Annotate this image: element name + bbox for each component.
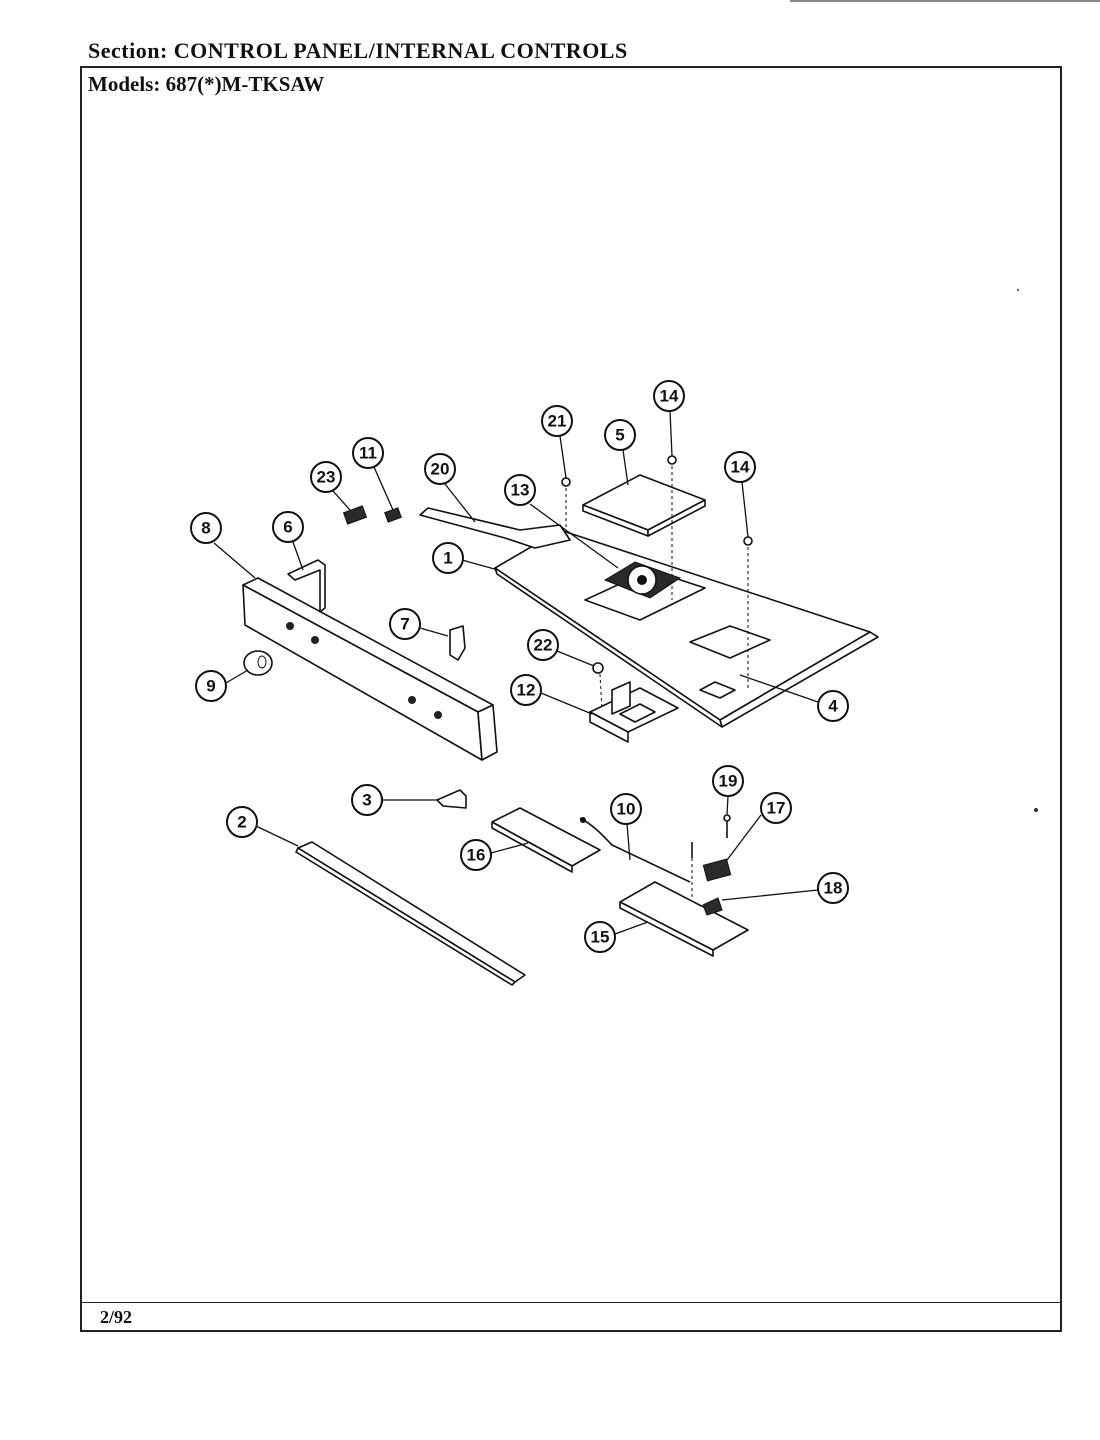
part-17-switch xyxy=(702,858,732,882)
callout-2: 2 xyxy=(226,806,299,847)
callout-9: 9 xyxy=(195,669,249,702)
callout-5-label: 5 xyxy=(615,426,624,445)
part-9-knob xyxy=(243,650,273,676)
callout-6: 6 xyxy=(272,511,304,571)
callout-19: 19 xyxy=(712,765,744,816)
callout-8: 8 xyxy=(190,512,256,579)
callout-7: 7 xyxy=(389,608,449,640)
callout-16: 16 xyxy=(460,839,529,871)
scan-speck xyxy=(1034,808,1038,812)
callout-22: 22 xyxy=(527,629,595,667)
callout-15: 15 xyxy=(584,921,649,953)
part-10-wire xyxy=(579,817,691,883)
callout-7-label: 7 xyxy=(400,615,409,634)
callout-14-upper: 14 xyxy=(653,380,685,457)
part-3-clip xyxy=(436,789,467,809)
callout-21: 21 xyxy=(541,405,573,479)
callout-10: 10 xyxy=(610,793,642,861)
callout-9-label: 9 xyxy=(206,677,215,696)
part-2-rail xyxy=(295,841,526,986)
callout-13: 13 xyxy=(504,474,619,569)
callout-16-label: 16 xyxy=(467,846,486,865)
callout-12-label: 12 xyxy=(517,681,536,700)
callout-3-label: 3 xyxy=(362,791,371,810)
callout-2-label: 2 xyxy=(237,813,246,832)
part-19-screw xyxy=(691,814,731,900)
callout-20-label: 20 xyxy=(431,460,450,479)
part-12-mounting-bracket xyxy=(589,681,679,743)
callout-22-label: 22 xyxy=(534,636,553,655)
part-23-spring xyxy=(342,505,368,525)
callout-13-label: 13 xyxy=(511,481,530,500)
callout-21-label: 21 xyxy=(548,412,567,431)
diagram-frame xyxy=(80,66,1062,1332)
callout-23-label: 23 xyxy=(317,468,336,487)
callout-8-label: 8 xyxy=(201,519,210,538)
callout-17: 17 xyxy=(726,792,792,861)
part-21-screw xyxy=(561,477,571,530)
section-title: Section: CONTROL PANEL/INTERNAL CONTROLS xyxy=(88,38,628,63)
callout-14-upper-label: 14 xyxy=(660,387,679,406)
callout-11: 11 xyxy=(352,437,394,511)
part-18-terminal xyxy=(702,897,723,916)
scan-edge-mark xyxy=(790,0,1100,2)
callout-1-label: 1 xyxy=(443,549,452,568)
callout-11-label: 11 xyxy=(359,444,377,463)
part-1-chassis-plate xyxy=(494,529,879,728)
part-13-motor-assembly xyxy=(603,561,682,599)
part-8-control-panel xyxy=(242,577,498,761)
part-6-bracket xyxy=(287,559,326,613)
callout-5: 5 xyxy=(604,419,636,486)
callout-10-label: 10 xyxy=(617,800,636,819)
revision-date: 2/92 xyxy=(100,1307,133,1327)
part-16-channel xyxy=(491,807,601,873)
callout-14-lower-label: 14 xyxy=(731,458,750,477)
part-20-bracket-arm xyxy=(419,507,571,549)
callout-17-label: 17 xyxy=(767,799,786,818)
part-11-spring xyxy=(384,507,402,523)
callout-20: 20 xyxy=(424,453,476,523)
part-5-cover-plate xyxy=(582,474,706,537)
callout-19-label: 19 xyxy=(719,772,738,791)
callout-23: 23 xyxy=(310,461,351,511)
part-15-channel xyxy=(619,881,749,957)
callout-1: 1 xyxy=(432,542,499,574)
callout-18: 18 xyxy=(721,872,849,904)
callout-18-label: 18 xyxy=(824,879,843,898)
footer-divider xyxy=(80,1302,1062,1303)
callout-4-label: 4 xyxy=(828,697,838,716)
callout-12: 12 xyxy=(510,674,593,715)
models-label: Models: 687(*)M-TKSAW xyxy=(88,72,325,96)
callout-14-lower: 14 xyxy=(724,451,756,538)
scan-speck xyxy=(1016,288,1020,292)
callout-4: 4 xyxy=(739,674,849,722)
part-22-screw xyxy=(592,662,604,711)
callout-6-label: 6 xyxy=(283,518,292,537)
callout-15-label: 15 xyxy=(591,928,610,947)
callout-3: 3 xyxy=(351,784,437,816)
part-7-clip xyxy=(449,625,466,661)
